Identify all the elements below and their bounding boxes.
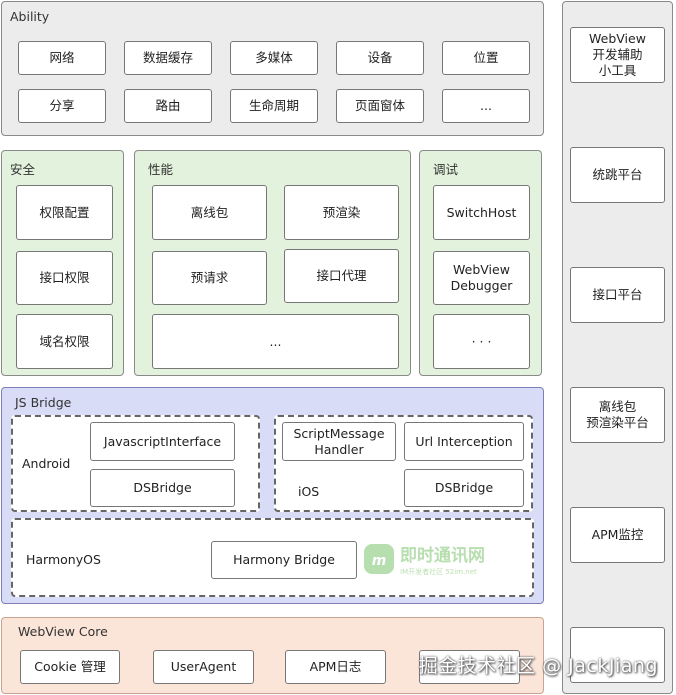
harmony-item-harmony-bridge: Harmony Bridge [211, 541, 357, 579]
ability-item-network: 网络 [18, 41, 106, 75]
security-item-permission-config: 权限配置 [16, 185, 113, 240]
svg-text:m: m [372, 553, 387, 569]
ability-item-page-window: 页面窗体 [336, 89, 424, 123]
watermark-text: 掘金技术社区 @ JackJiang [418, 655, 658, 677]
ability-item-multimedia: 多媒体 [230, 41, 318, 75]
debug-item-more: · · · [433, 314, 530, 369]
ability-item-more: ... [442, 89, 530, 123]
sidebar-item-apm-monitor: APM监控 [570, 507, 665, 563]
security-item-api-permission: 接口权限 [16, 251, 113, 305]
ios-item-scriptmessage-handler: ScriptMessage Handler [282, 422, 396, 461]
performance-item-prerequest: 预请求 [152, 251, 267, 305]
performance-title: 性能 [148, 162, 174, 177]
watermark-logo-sub: IM开发者社区 52im.net [400, 567, 477, 576]
debug-item-webview-debugger: WebView Debugger [433, 251, 530, 305]
watermark-logo-graphic: m 即时通讯网 IM开发者社区 52im.net [364, 544, 485, 576]
ability-title: Ability [10, 9, 50, 24]
ability-item-data-cache: 数据缓存 [124, 41, 212, 75]
debug-item-switchhost: SwitchHost [433, 185, 530, 240]
ios-item-dsbridge: DSBridge [404, 469, 524, 507]
ios-item-url-interception: Url Interception [404, 422, 524, 461]
harmonyos-label: HarmonyOS [26, 552, 101, 567]
ability-item-router: 路由 [124, 89, 212, 123]
sidebar-item-offline-prerender-platform: 离线包 预渲染平台 [570, 387, 665, 443]
performance-item-offline-package: 离线包 [152, 185, 267, 240]
android-label: Android [22, 456, 71, 471]
core-item-blank [419, 650, 520, 684]
watermark-logo: m 即时通讯网 IM开发者社区 52im.net [362, 540, 532, 580]
android-item-dsbridge: DSBridge [90, 469, 235, 507]
performance-item-more: ... [152, 314, 399, 369]
ability-item-location: 位置 [442, 41, 530, 75]
core-item-useragent: UserAgent [153, 650, 254, 684]
sidebar-item-blank [570, 627, 665, 683]
core-item-apm-log: APM日志 [285, 650, 386, 684]
ability-item-lifecycle: 生命周期 [230, 89, 318, 123]
performance-item-prerender: 预渲染 [284, 185, 399, 240]
ability-item-share: 分享 [18, 89, 106, 123]
ability-item-device: 设备 [336, 41, 424, 75]
jsbridge-title: JS Bridge [15, 395, 72, 410]
android-item-javascriptinterface: JavascriptInterface [90, 422, 235, 461]
debug-title: 调试 [433, 162, 459, 177]
webview-core-title: WebView Core [18, 624, 108, 639]
security-title: 安全 [10, 162, 36, 177]
sidebar-item-webview-dev-tools: WebView 开发辅助 小工具 [570, 27, 665, 83]
security-item-domain-permission: 域名权限 [16, 314, 113, 369]
performance-item-api-proxy: 接口代理 [284, 249, 399, 303]
ios-label: iOS [298, 484, 320, 499]
watermark-logo-main: 即时通讯网 [400, 546, 485, 566]
sidebar-item-unified-jump-platform: 统跳平台 [570, 147, 665, 203]
core-item-cookie-manager: Cookie 管理 [20, 650, 120, 684]
tools-sidebar [562, 1, 673, 694]
sidebar-item-api-platform: 接口平台 [570, 267, 665, 323]
